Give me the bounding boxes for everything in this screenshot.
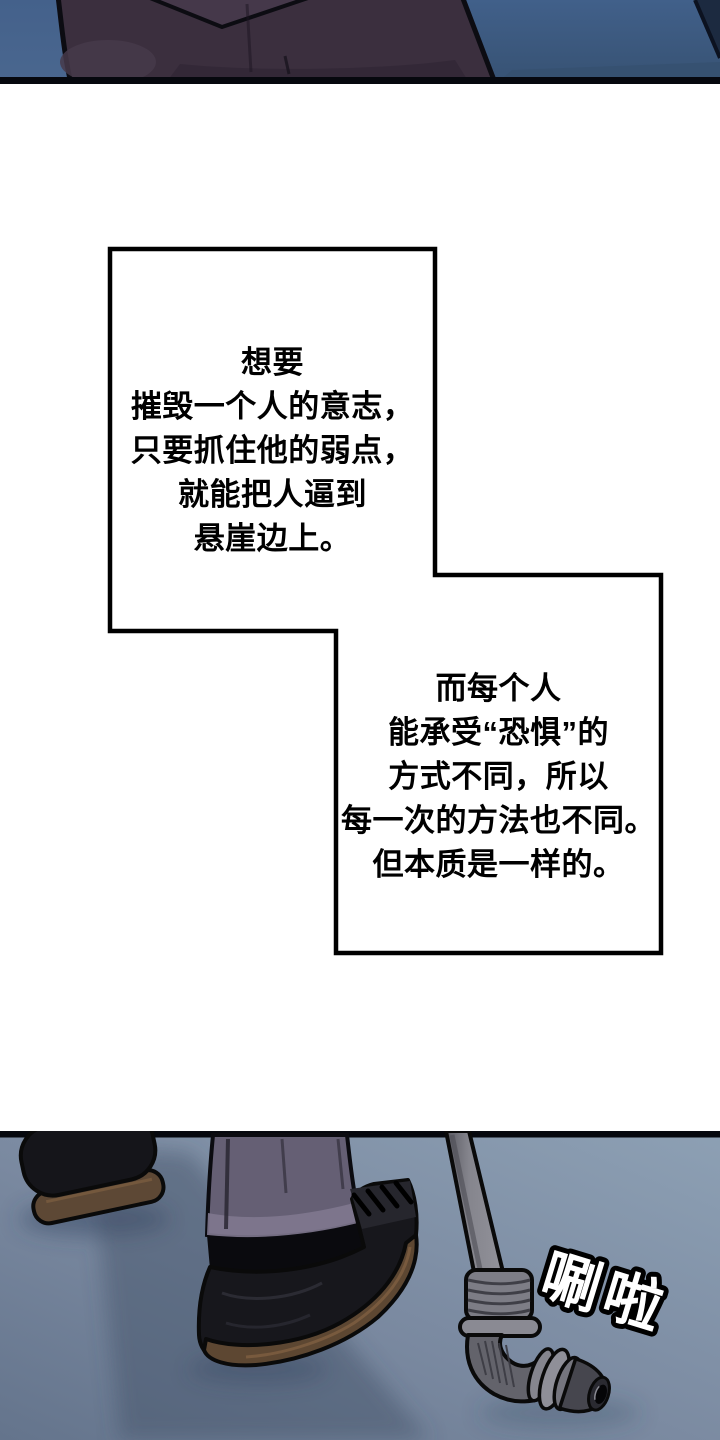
center-shoe-sole	[202, 1233, 419, 1368]
trouser-crease-3	[336, 1138, 345, 1190]
tip-hole-highlight	[594, 1385, 600, 1400]
cane-rib-lines	[467, 1278, 531, 1316]
bottom-panel-border	[0, 1131, 720, 1138]
torso-highlight	[60, 40, 156, 84]
trouser-crease-1	[224, 1138, 230, 1230]
cane-shaft-shade	[449, 1134, 483, 1270]
cane-elbow-hatching	[477, 1340, 515, 1388]
narration-line: 能承受“恐惧”的	[388, 715, 609, 750]
jacket-crease	[245, 3, 253, 73]
left-shoe-sole-highlight	[45, 1177, 153, 1204]
narration-union-border	[107, 246, 664, 956]
top-panel-border	[0, 77, 720, 84]
left-shoe	[18, 1131, 166, 1226]
jacket-seam	[283, 55, 291, 75]
cane	[443, 1131, 611, 1414]
narration-line: 而每个人	[435, 671, 562, 706]
shoe-crease-line-1	[221, 1281, 323, 1300]
center-shoe-sole-highlight	[245, 1246, 412, 1359]
bottom-panel-artwork: 唰啦	[0, 1131, 720, 1440]
narration-line: 只要抓住他的弱点，	[130, 433, 415, 468]
arm-shape	[463, 0, 720, 84]
stepping-leg	[196, 1133, 419, 1368]
navy-corner-outline	[693, 0, 720, 59]
narration-line: 但本质是一样的。	[372, 847, 625, 882]
cane-tip-assembly	[526, 1347, 611, 1414]
shoe-crease-line-2	[225, 1313, 311, 1329]
trouser-crease-2	[280, 1138, 288, 1194]
narration-line: 想要	[241, 345, 304, 380]
narration-line: 方式不同，所以	[388, 759, 609, 794]
narration-line: 就能把人逼到	[178, 477, 367, 512]
collar-flap	[149, 0, 309, 29]
narration-line: 每一次的方法也不同。	[341, 803, 656, 838]
narration-box-2: 而每个人 能承受“恐惧”的 方式不同，所以 每一次的方法也不同。 但本质是一样的…	[336, 575, 661, 953]
shoe-laces	[351, 1180, 414, 1217]
narration-line: 摧毁一个人的意志，	[130, 389, 415, 424]
left-shoe-body	[18, 1131, 158, 1198]
trouser-hem-highlight	[207, 1203, 358, 1238]
narration-box-1: 想要 摧毁一个人的意志， 只要抓住他的弱点， 就能把人逼到 悬崖边上。	[110, 249, 435, 631]
top-panel-artwork	[0, 0, 720, 84]
tip-hole	[594, 1384, 607, 1404]
narration-line: 悬崖边上。	[193, 521, 352, 556]
